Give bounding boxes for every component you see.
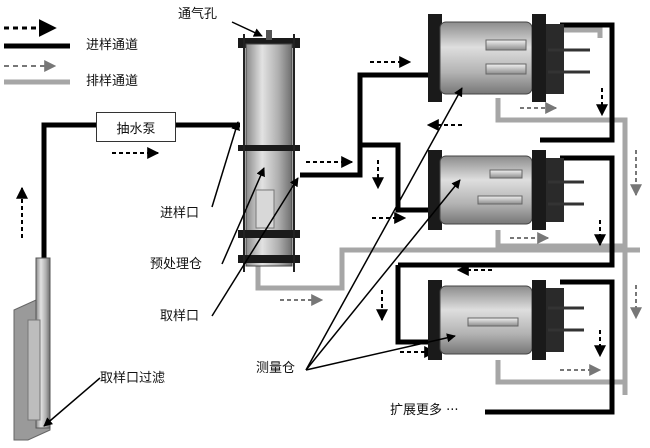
outlet-channels [255,27,640,395]
vent-hole-label: 通气孔 [178,7,218,22]
outlet-pipe-chamber-3 [495,360,625,385]
outlet-pipe-chamber-2 [495,230,625,249]
callout-vent-hole [231,21,263,37]
pump-box: 抽水泵 [96,112,176,142]
inlet-return-chamber-1 [540,22,615,143]
measurement-chamber-3 [428,280,584,360]
measurement-chamber-2 [428,150,584,230]
inlet-return-chamber-2 [398,155,615,268]
pretreatment-chamber-label: 预处理仓 [150,257,203,272]
callout-sampling-filter [43,377,101,427]
callout-pretreatment [221,167,265,265]
sampling-filter-label: 取样口过滤 [100,371,166,386]
measurement-chamber-label: 测量仓 [256,361,296,376]
pretreatment-chamber [238,30,300,272]
sampling-filter [13,257,51,441]
inlet-pipe-to-chamber-2 [360,142,440,213]
callout-chamber-1 [305,87,463,371]
inlet-pipe-to-chamber-1 [300,72,440,178]
callout-chamber-2 [305,179,461,371]
sampling-port-label: 取样口 [160,309,200,324]
inlet-pipe-expand [485,279,615,415]
legend-outlet-label: 排样通道 [86,74,139,89]
expand-more-label: 扩展更多 ··· [390,403,459,418]
callout-chamber-3 [305,333,456,371]
outlet-pipe-chamber-1 [495,98,628,395]
pump-label: 抽水泵 [116,121,156,137]
measurement-chamber-1 [428,14,590,102]
callout-lines [43,21,463,427]
outlet-pipe-pretreatment [255,247,640,291]
callout-inlet-port [211,121,240,208]
inlet-channels [41,22,615,415]
flow-arrows [16,56,642,376]
callout-sampling-port [211,177,299,317]
legend-inlet-label: 进样通道 [86,38,139,53]
inlet-pipe-filter-to-pump [41,122,96,262]
inlet-port-label: 进样口 [160,206,200,221]
vent-hole-icon [266,30,272,40]
legend [4,19,70,85]
